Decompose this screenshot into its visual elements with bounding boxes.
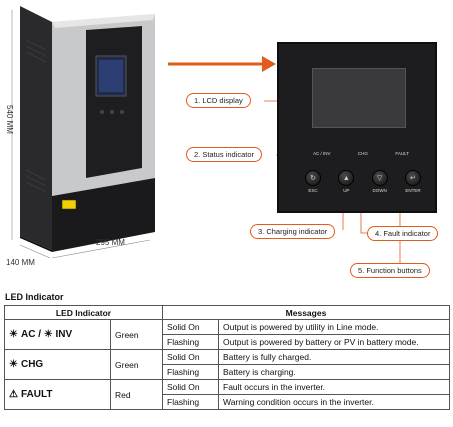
- width-dimension-line: [51, 239, 151, 259]
- panel-led-row: AC / INV CHG FAULT: [313, 148, 409, 158]
- inverter-bottom: [52, 178, 155, 252]
- led-indicator-table: LED Indicator Messages ☀AC / ☀ INV Green…: [4, 305, 450, 410]
- width-dimension: 295 MM: [96, 238, 125, 247]
- depth-dimension: 140 MM: [6, 258, 35, 267]
- down-icon: ▽: [371, 170, 388, 186]
- table-header-row: LED Indicator Messages: [4, 305, 450, 320]
- indicator-fault: ⚠FAULT: [4, 379, 111, 410]
- enter-button: ↵ ENTER: [403, 170, 423, 193]
- control-panel-closeup: AC / INV CHG FAULT ↻ ESC ▲ UP ▽ DOWN ↵ E…: [277, 42, 437, 213]
- table-row: ⚠FAULT Red Solid On Fault occurs in the …: [4, 379, 450, 410]
- led-fault-label: FAULT: [395, 150, 409, 156]
- height-dimension: 540 MM: [5, 105, 14, 134]
- message-cell: Output is powered by battery or PV in ba…: [218, 334, 450, 350]
- state-cell: Solid On: [162, 379, 219, 395]
- led-chg-label: CHG: [357, 150, 368, 156]
- warning-icon: ⚠: [9, 389, 18, 400]
- depth-dimension-line: [19, 244, 51, 259]
- indicator-label: CHG: [20, 359, 44, 370]
- state-cell: Solid On: [162, 349, 219, 365]
- callout-function-buttons: 5. Function buttons: [350, 263, 430, 278]
- message-cell: Battery is charging.: [218, 364, 450, 380]
- header-messages: Messages: [162, 305, 450, 320]
- table-row: ☀CHG Green Solid On Battery is fully cha…: [4, 349, 450, 380]
- inverter-side: [20, 6, 52, 250]
- header-led-indicator: LED Indicator: [4, 305, 163, 320]
- up-button-label: UP: [343, 188, 350, 193]
- table-row: Flashing Warning condition occurs in the…: [5, 394, 450, 410]
- indicator-ac-inv: ☀AC / ☀ INV: [4, 319, 111, 350]
- esc-button-label: ESC: [308, 188, 318, 193]
- sun-icon: ☀: [9, 359, 18, 370]
- indicator-color: Green: [110, 319, 163, 350]
- up-icon: ▲: [338, 170, 355, 186]
- indicator-color: Red: [110, 379, 163, 410]
- table-row: Flashing Output is powered by battery or…: [5, 334, 450, 350]
- up-button: ▲ UP: [336, 170, 356, 193]
- panel-button-row: ↻ ESC ▲ UP ▽ DOWN ↵ ENTER: [303, 170, 423, 193]
- led-section-title: LED Indicator: [5, 292, 64, 302]
- state-cell: Flashing: [162, 334, 219, 350]
- sun-icon: ☀: [9, 329, 18, 340]
- state-cell: Flashing: [162, 394, 219, 410]
- message-cell: Battery is fully charged.: [218, 349, 450, 365]
- state-cell: Solid On: [162, 319, 219, 335]
- led-ac-inv-label: AC / INV: [313, 150, 331, 156]
- esc-button: ↻ ESC: [303, 170, 323, 193]
- warning-label: [61, 199, 77, 210]
- table-row: ☀AC / ☀ INV Green Solid On Output is pow…: [4, 319, 450, 350]
- panel-lcd-screen: [312, 68, 406, 128]
- table-row: Flashing Battery is charging.: [5, 364, 450, 380]
- message-cell: Warning condition occurs in the inverter…: [218, 394, 450, 410]
- callout-lcd-display: 1. LCD display: [186, 93, 251, 108]
- callout-status-indicator: 2. Status indicator: [186, 147, 263, 162]
- state-cell: Flashing: [162, 364, 219, 380]
- callout-charging-indicator: 3. Charging indicator: [250, 224, 336, 239]
- enter-button-label: ENTER: [405, 188, 421, 193]
- message-cell: Output is powered by utility in Line mod…: [218, 319, 450, 335]
- indicator-color: Green: [110, 349, 163, 380]
- inverter-front-panel: [86, 26, 142, 178]
- indicator-chg: ☀CHG: [4, 349, 111, 380]
- enter-icon: ↵: [404, 170, 421, 186]
- indicator-label: FAULT: [20, 389, 53, 400]
- callout-fault-indicator: 4. Fault indicator: [367, 226, 439, 241]
- pointer-arrow: [262, 56, 276, 72]
- down-button-label: DOWN: [372, 188, 387, 193]
- down-button: ▽ DOWN: [370, 170, 390, 193]
- indicator-label: AC / ☀ INV: [20, 329, 73, 340]
- esc-icon: ↻: [305, 170, 321, 186]
- message-cell: Fault occurs in the inverter.: [218, 379, 450, 395]
- product-figure: 540 MM 295 MM 140 MM AC / INV CHG FAULT …: [5, 6, 439, 278]
- inverter-illustration: [11, 6, 402, 264]
